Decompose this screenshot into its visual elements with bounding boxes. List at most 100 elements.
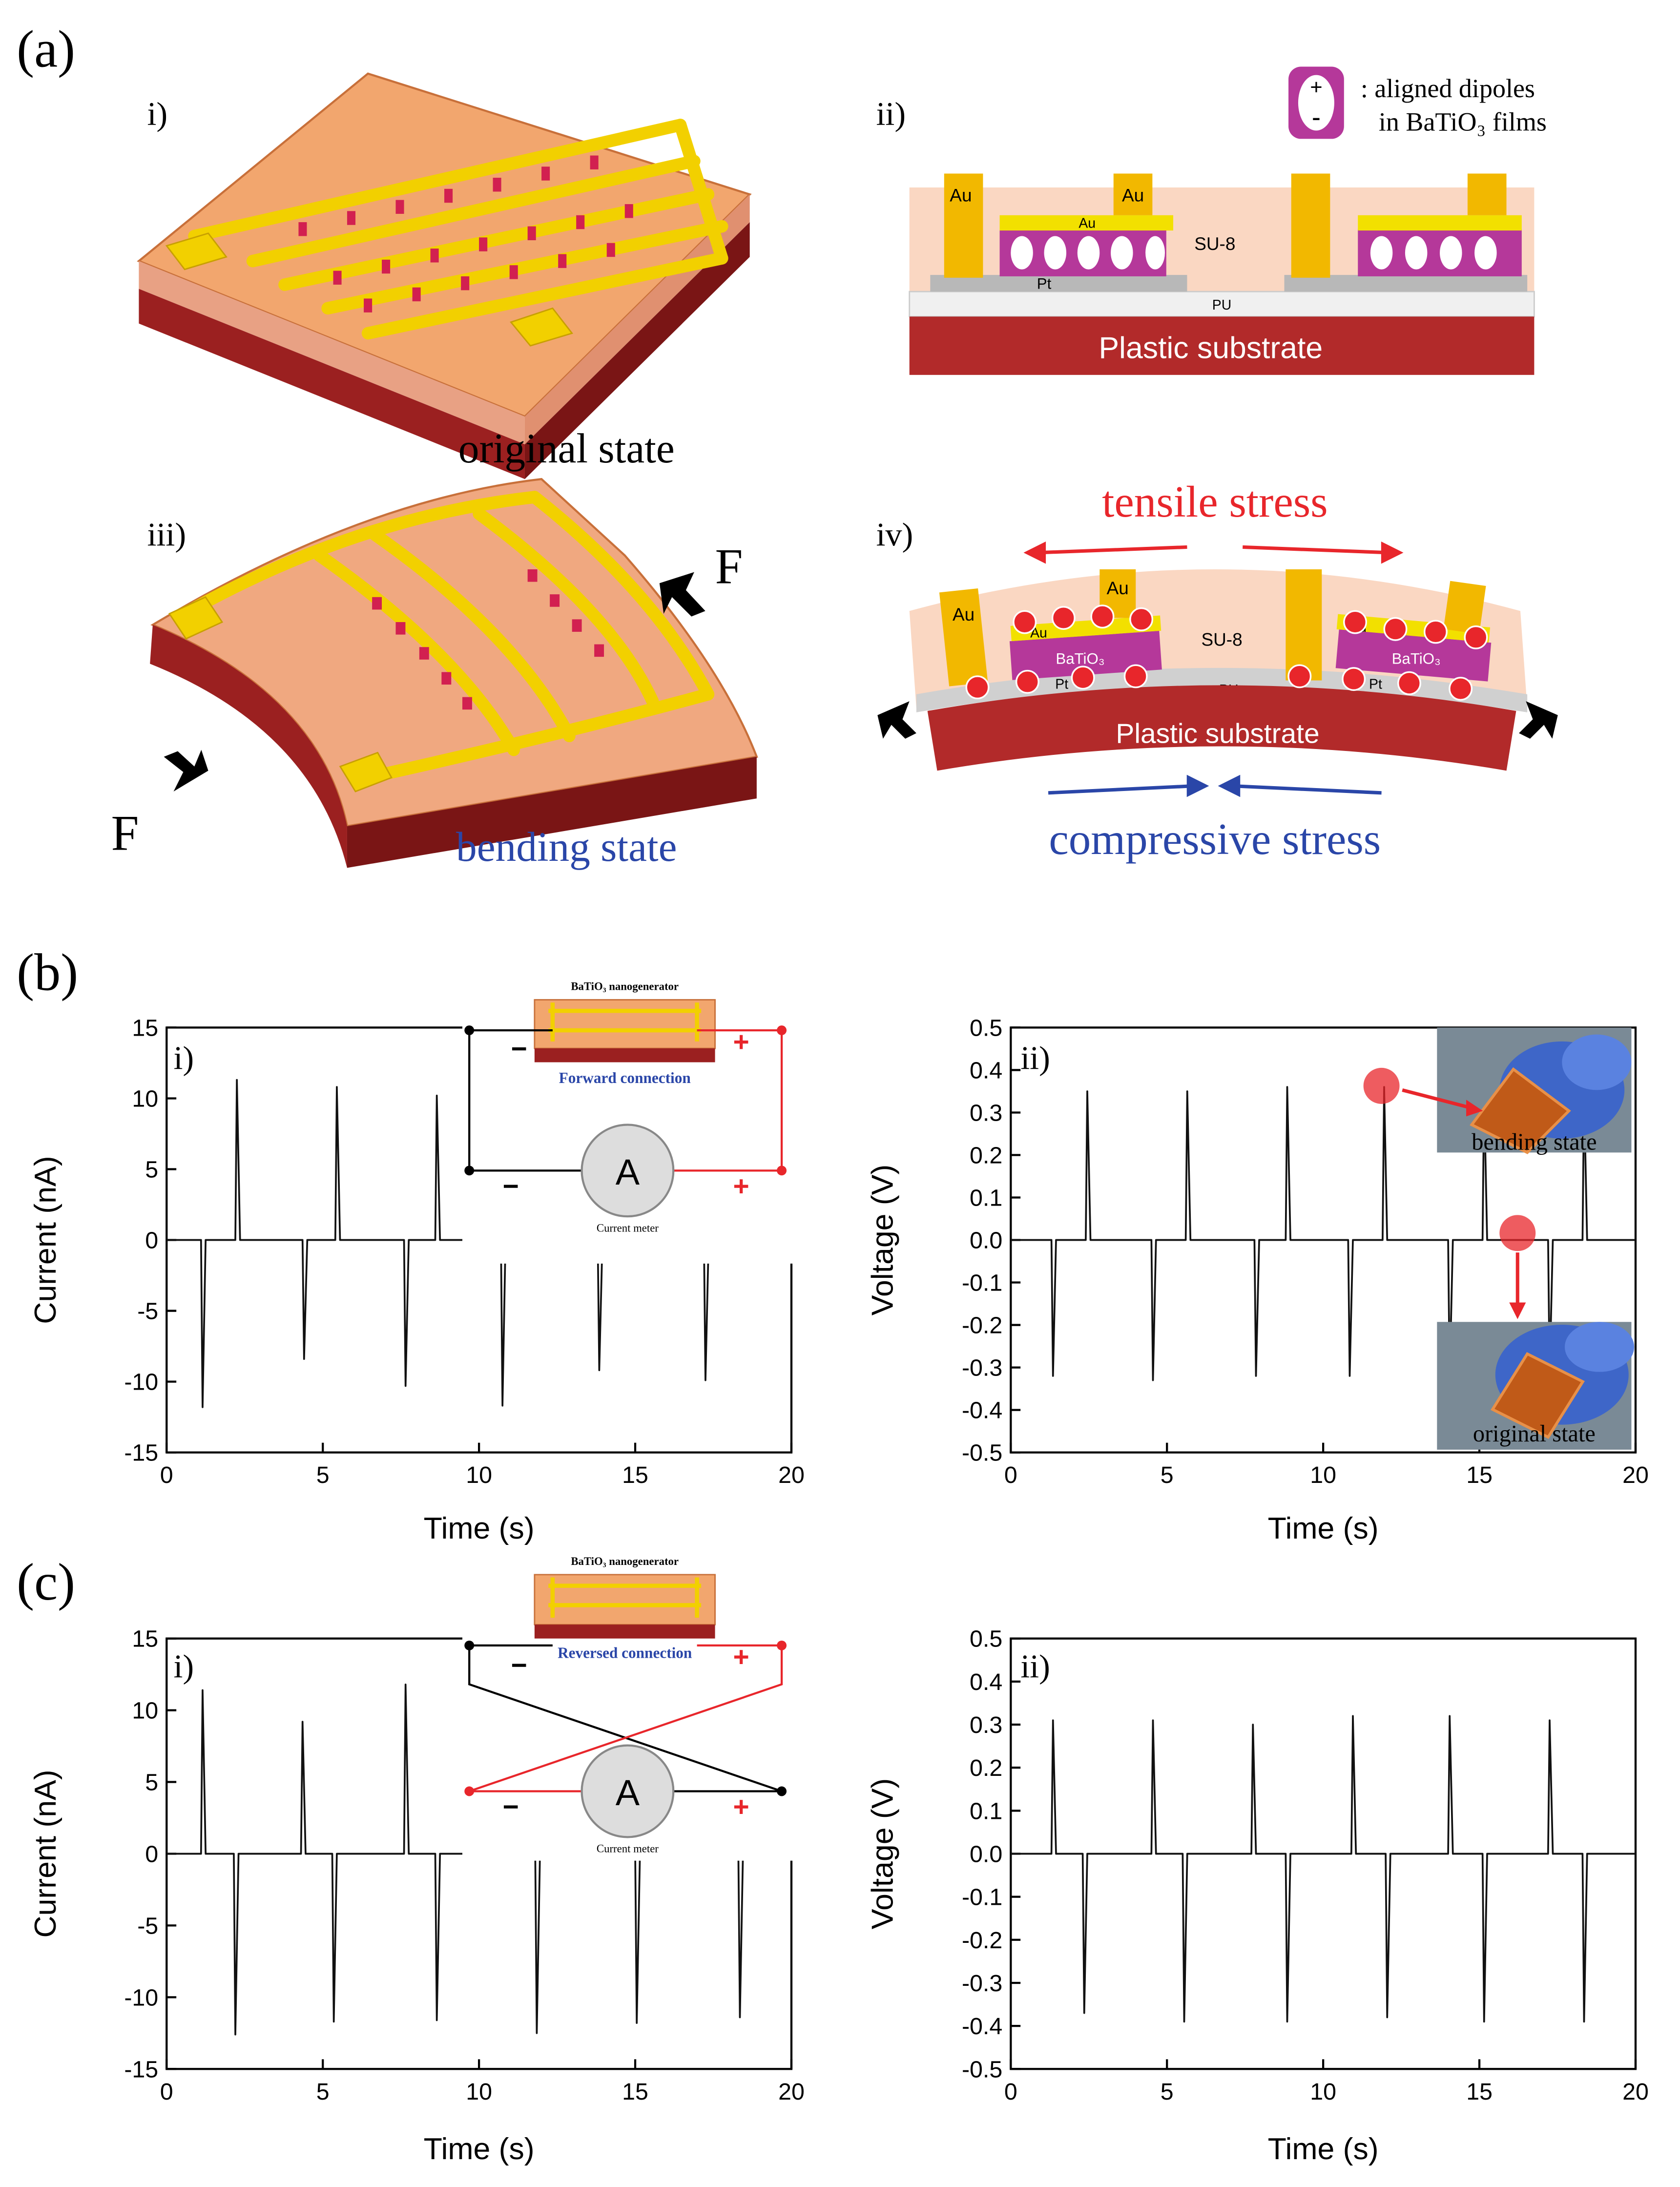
y-axis-label: Current (nA) xyxy=(28,1156,62,1324)
label-su8-bent: SU-8 xyxy=(1201,629,1242,649)
label-batio3-left: BaTiO₃ xyxy=(1056,650,1104,667)
y-tick-label: -0.4 xyxy=(962,1397,1002,1424)
label-au-electrode-right: Au xyxy=(1122,185,1144,205)
x-tick-label: 0 xyxy=(1004,1462,1017,1488)
sub-label-a-i: i) xyxy=(147,95,167,132)
y-tick-label: 0.4 xyxy=(970,1669,1002,1695)
y-tick-label: -0.1 xyxy=(962,1270,1002,1296)
y-tick-label: 0 xyxy=(145,1228,158,1254)
x-tick-label: 15 xyxy=(1466,1462,1493,1488)
legend-line1: : aligned dipoles xyxy=(1361,74,1535,103)
sub-label-b-i: i) xyxy=(173,1040,194,1077)
inset-title: BaTiO₃ nanogenerator xyxy=(571,1555,679,1567)
photo-bending-state: bending state xyxy=(1437,1027,1632,1155)
y-tick-label: -10 xyxy=(124,1369,158,1396)
y-tick-label: 0.0 xyxy=(970,1228,1002,1254)
series-line xyxy=(1011,1715,1636,2023)
y-tick-label: 0.2 xyxy=(970,1143,1002,1169)
y-axis-label: Voltage (V) xyxy=(866,1778,900,1929)
inset-reversed-connection: BaTiO₃ nanogenerator Reversed connection… xyxy=(462,1555,796,1861)
series-line xyxy=(1011,1086,1636,1381)
label-tensile-stress: tensile stress xyxy=(1102,477,1328,526)
y-tick-label: -10 xyxy=(124,1984,158,2011)
label-pt-bent-right: Pt xyxy=(1369,677,1382,692)
plus-sign: + xyxy=(733,1792,749,1823)
y-tick-label: -15 xyxy=(124,2056,158,2083)
x-tick-label: 5 xyxy=(316,1462,330,1488)
y-tick-label: -0.2 xyxy=(962,1312,1002,1339)
sub-label-c-i: i) xyxy=(173,1647,194,1685)
sub-label-c-ii: ii) xyxy=(1020,1647,1050,1685)
cross-section-bent: iv) tensile stress PU Plastic substrate … xyxy=(876,477,1558,864)
y-tick-label: -0.3 xyxy=(962,1355,1002,1381)
label-compressive-stress: compressive stress xyxy=(1049,814,1381,864)
inset-meter-label: Current meter xyxy=(597,1222,659,1234)
label-original-state: original state xyxy=(458,426,675,472)
label-pt-bent-left: Pt xyxy=(1055,677,1068,692)
label-au-bent-top: Au xyxy=(1107,578,1129,598)
minus-sign: − xyxy=(502,1792,519,1823)
y-tick-label: -0.2 xyxy=(962,1927,1002,1954)
panel-label-a: (a) xyxy=(17,21,75,79)
ammeter-label: A xyxy=(616,1152,640,1192)
legend-line2: in BaTiO₃ films xyxy=(1379,107,1547,136)
label-bending-state: bending state xyxy=(456,824,677,870)
y-tick-label: 0.5 xyxy=(970,1626,1002,1652)
plus-sign: + xyxy=(733,1642,749,1673)
plus-sign: + xyxy=(733,1171,749,1202)
y-axis-label: Current (nA) xyxy=(28,1770,62,1937)
y-tick-label: 0.3 xyxy=(970,1100,1002,1126)
legend-plus: + xyxy=(1310,74,1323,99)
y-tick-label: 0 xyxy=(145,1841,158,1868)
y-tick-label: 0.3 xyxy=(970,1712,1002,1738)
panel-label-c: (c) xyxy=(17,1553,75,1611)
x-tick-label: 10 xyxy=(1310,2079,1336,2105)
ammeter-label: A xyxy=(616,1772,640,1813)
minus-sign: − xyxy=(502,1171,519,1202)
sub-label-a-iv: iv) xyxy=(876,516,913,553)
x-tick-label: 10 xyxy=(466,2079,492,2105)
x-tick-label: 10 xyxy=(466,1462,492,1488)
device-bending-illustration: iii) bending state F F xyxy=(111,478,758,870)
x-tick-label: 15 xyxy=(622,1462,648,1488)
y-tick-label: -0.3 xyxy=(962,1970,1002,1997)
y-tick-label: 0.5 xyxy=(970,1015,1002,1041)
sub-label-a-ii: ii) xyxy=(876,95,906,132)
label-su8: SU-8 xyxy=(1194,234,1235,254)
photo-label-bending: bending state xyxy=(1472,1129,1597,1155)
x-tick-label: 20 xyxy=(778,1462,805,1488)
y-tick-label: -5 xyxy=(137,1298,158,1325)
inset-connection-label: Forward connection xyxy=(559,1069,691,1086)
cross-section-original: ii) + - : aligned dipoles in BaTiO₃ film… xyxy=(876,66,1547,375)
y-tick-label: 5 xyxy=(145,1770,158,1796)
label-pu: PU xyxy=(1212,297,1231,313)
y-tick-label: 0.0 xyxy=(970,1841,1002,1868)
label-au-bent-electrode: Au xyxy=(953,604,975,625)
sub-label-a-iii: iii) xyxy=(147,516,186,553)
y-tick-label: -0.5 xyxy=(962,2056,1002,2083)
x-tick-label: 5 xyxy=(1161,1462,1174,1488)
label-pt: Pt xyxy=(1037,275,1052,292)
label-au-electrode-left: Au xyxy=(950,185,972,205)
label-batio3-right: BaTiO₃ xyxy=(1392,650,1441,667)
x-tick-label: 0 xyxy=(160,2079,173,2105)
x-tick-label: 15 xyxy=(1466,2079,1493,2105)
x-tick-label: 5 xyxy=(316,2079,330,2105)
device-original-illustration: i) original state xyxy=(137,72,752,479)
photo-pointers xyxy=(1363,1067,1536,1319)
label-plastic-substrate-bent: Plastic substrate xyxy=(1116,718,1319,749)
y-tick-label: -15 xyxy=(124,1440,158,1466)
inset-connection-label: Reversed connection xyxy=(558,1645,692,1662)
x-tick-label: 20 xyxy=(1622,1462,1649,1488)
inset-title: BaTiO₃ nanogenerator xyxy=(571,980,679,993)
y-tick-label: 10 xyxy=(132,1086,158,1112)
panel-label-b: (b) xyxy=(17,944,78,1002)
y-tick-label: 0.2 xyxy=(970,1755,1002,1781)
label-force-left: F xyxy=(111,806,139,861)
legend-minus: - xyxy=(1312,103,1320,131)
photo-label-original: original state xyxy=(1473,1421,1596,1447)
inset-forward-connection: BaTiO₃ nanogenerator Forward connection … xyxy=(462,980,796,1264)
